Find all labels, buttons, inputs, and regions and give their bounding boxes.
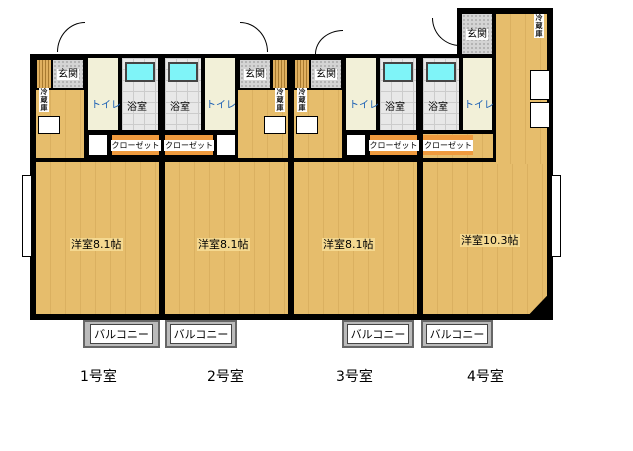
unit2-label: 2号室 xyxy=(207,369,244,385)
unit4-toilet: トイレ xyxy=(463,58,494,130)
entrance-door xyxy=(432,18,460,46)
unit3-genkan: 玄関 xyxy=(311,60,341,88)
unit3-fridge: 冷蔵庫 xyxy=(297,88,307,112)
unit2-balcony: バルコニー xyxy=(165,320,237,348)
unit1-bath: 浴室 xyxy=(122,58,158,130)
shoe-rack xyxy=(37,60,51,88)
unit2-closet: クローゼット xyxy=(164,135,214,155)
bathtub xyxy=(168,62,198,82)
unit1-room-label: 洋室8.1帖 xyxy=(70,238,123,251)
bathtub xyxy=(426,62,456,82)
washer-space xyxy=(88,134,108,156)
sink xyxy=(530,70,550,100)
washer-space xyxy=(346,134,366,156)
unit4-genkan: 玄関 xyxy=(462,14,492,54)
shoe-rack xyxy=(295,60,309,88)
unit4-room-label: 洋室10.3帖 xyxy=(460,234,520,247)
unit3-main-room xyxy=(294,162,417,314)
shoe-rack xyxy=(273,60,287,88)
unit1-genkan: 玄関 xyxy=(53,60,83,88)
window xyxy=(22,175,32,257)
unit3-closet: クローゼット xyxy=(368,135,419,155)
unit4-bath: 浴室 xyxy=(423,58,459,130)
unit4-balcony: バルコニー xyxy=(421,320,493,348)
entrance-door xyxy=(240,22,268,52)
unit3-toilet: トイレ xyxy=(346,58,379,130)
unit4-kitchen xyxy=(496,14,547,164)
unit2-genkan: 玄関 xyxy=(240,60,270,88)
unit1-balcony: バルコニー xyxy=(83,320,160,348)
washer-space xyxy=(530,102,550,128)
bathtub xyxy=(383,62,413,82)
unit1-toilet: トイレ xyxy=(88,58,121,130)
window xyxy=(551,175,561,257)
sink xyxy=(296,116,318,134)
unit3-label: 3号室 xyxy=(336,369,373,385)
unit3-bath: 浴室 xyxy=(380,58,416,130)
entrance-door xyxy=(315,30,343,54)
unit2-fridge: 冷蔵庫 xyxy=(275,88,285,112)
entrance-door xyxy=(57,22,85,52)
sink xyxy=(38,116,60,134)
unit3-room-label: 洋室8.1帖 xyxy=(322,238,375,251)
unit4-fridge: 冷蔵庫 xyxy=(534,14,544,38)
unit2-toilet: トイレ xyxy=(205,58,236,130)
sink xyxy=(264,116,286,134)
unit1-closet: クローゼット xyxy=(110,135,161,155)
unit2-bath: 浴室 xyxy=(165,58,201,130)
bathtub xyxy=(125,62,155,82)
washer-space xyxy=(216,134,236,156)
unit1-label: 1号室 xyxy=(80,369,117,385)
unit3-balcony: バルコニー xyxy=(342,320,414,348)
unit2-room-label: 洋室8.1帖 xyxy=(197,238,250,251)
unit4-closet: クローゼット xyxy=(423,135,473,155)
unit1-fridge: 冷蔵庫 xyxy=(39,88,49,112)
unit4-label: 4号室 xyxy=(467,369,504,385)
